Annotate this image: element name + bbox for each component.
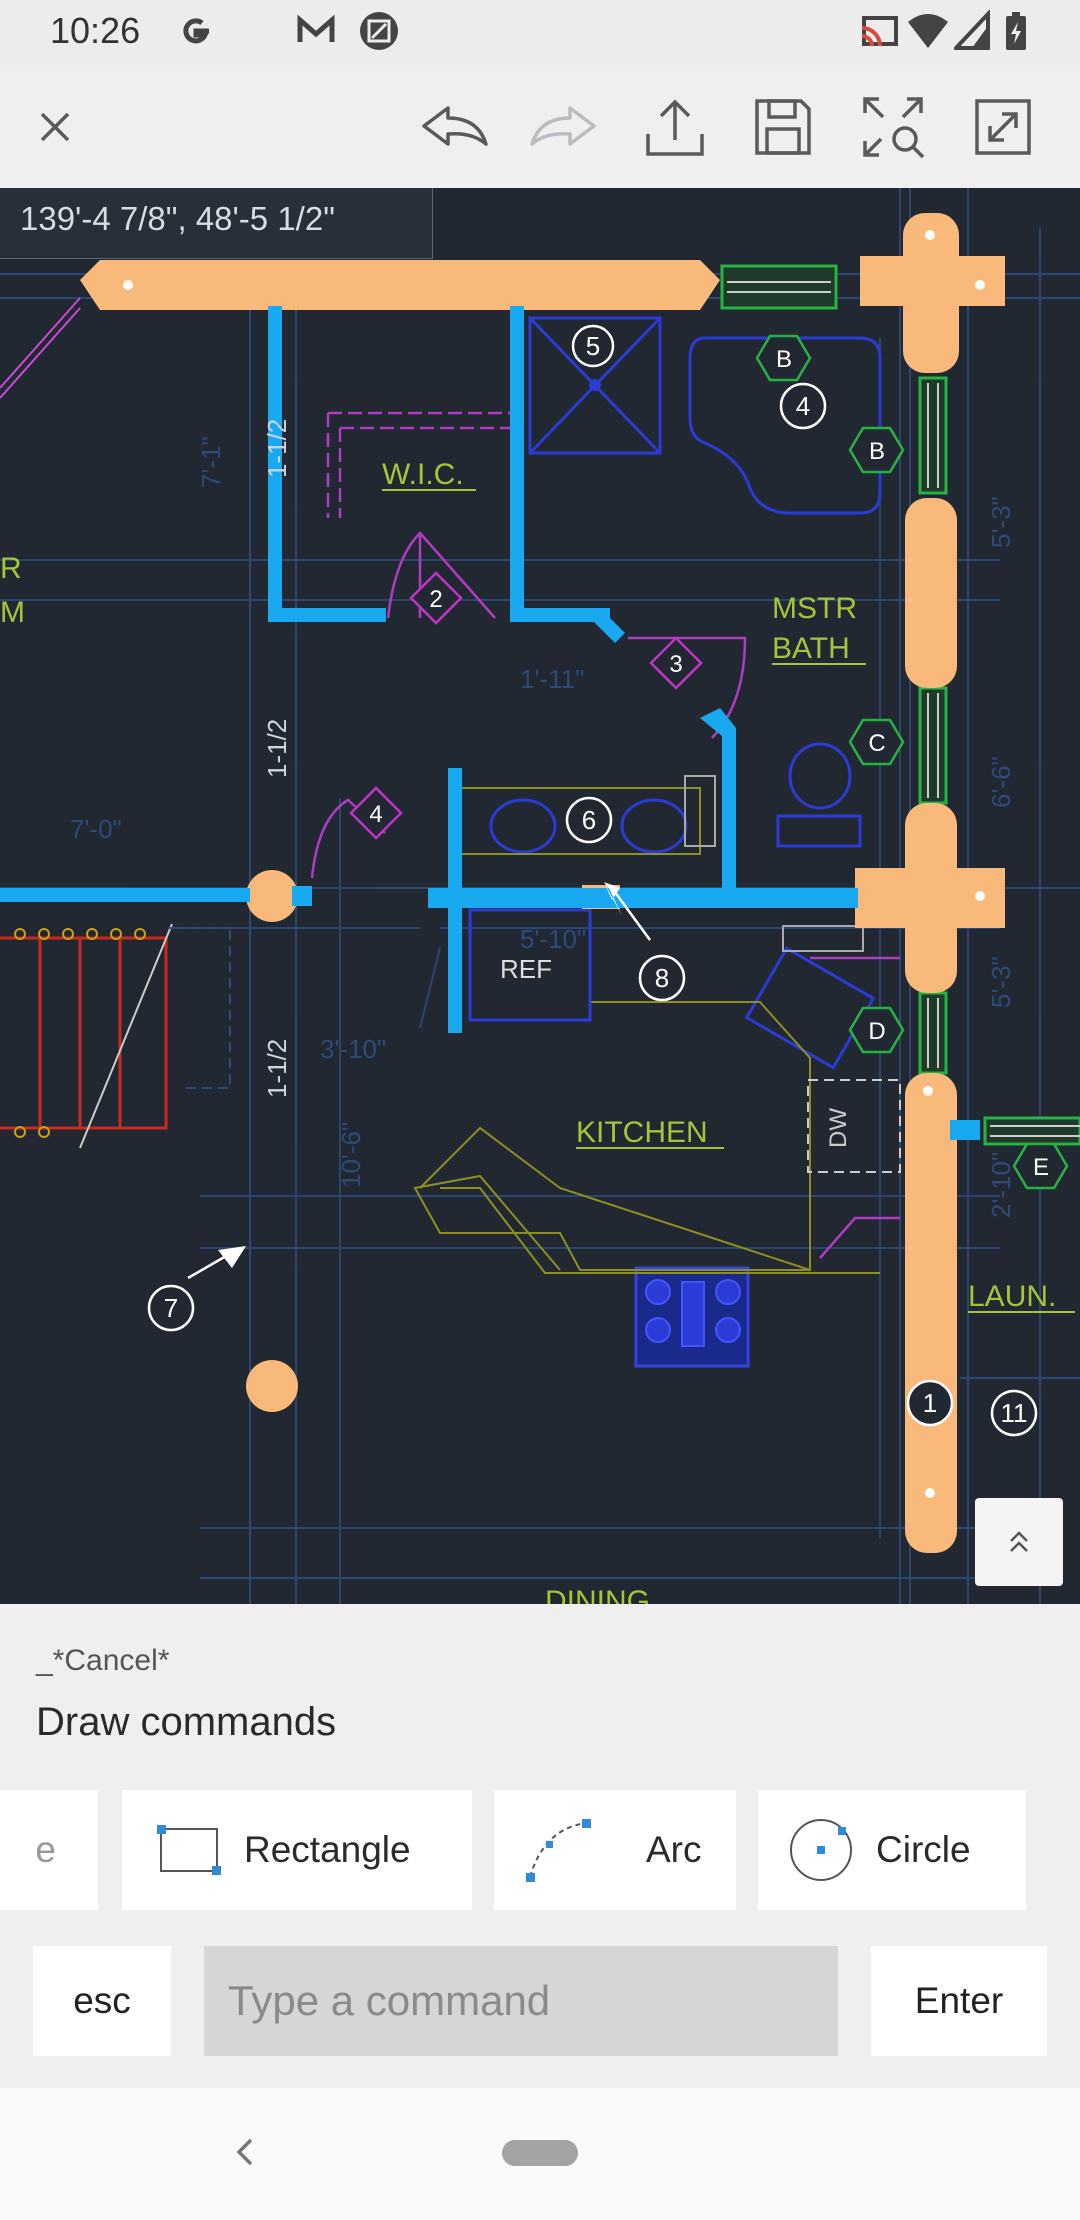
window-tag-b1: B — [776, 346, 792, 373]
svg-text:1'-11": 1'-11" — [520, 664, 584, 694]
esc-button[interactable]: esc — [33, 1946, 171, 2056]
back-icon[interactable] — [225, 2132, 265, 2172]
wifi-icon — [906, 10, 950, 57]
signal-icon — [951, 8, 992, 57]
rectangle-icon — [157, 1825, 221, 1875]
callout-4: 4 — [796, 391, 810, 421]
door-tag-4: 4 — [369, 801, 382, 828]
svg-text:10'-6": 10'-6" — [336, 1122, 366, 1188]
esc-label: esc — [73, 1980, 131, 2021]
rectangle-label: Rectangle — [244, 1829, 411, 1870]
circle-label: Circle — [876, 1829, 971, 1870]
svg-text:2'-10": 2'-10" — [986, 1152, 1016, 1218]
coordinate-text: 139'-4 7/8", 48'-5 1/2" — [20, 200, 335, 237]
callout-7: 7 — [164, 1293, 178, 1323]
room-label-wic: W.I.C. — [382, 458, 464, 491]
floor-plan-drawing: 7'-0" 3'-10" 5'-10" 1'-11" 5'-3" 6'-6" 5… — [0, 188, 1080, 1604]
close-icon[interactable] — [20, 92, 90, 162]
svg-text:6'-6": 6'-6" — [986, 756, 1016, 808]
command-button-partial[interactable]: e — [0, 1790, 98, 1910]
gmail-icon — [296, 10, 336, 57]
ref-label: REF — [500, 954, 552, 984]
dimension-label-1: 1-1/2 — [262, 419, 292, 478]
dimension-label-2: 1-1/2 — [262, 719, 292, 778]
svg-text:7'-1": 7'-1" — [196, 436, 226, 488]
svg-text:5'-3": 5'-3" — [986, 956, 1016, 1008]
enter-button[interactable]: Enter — [871, 1946, 1047, 2056]
svg-text:3'-10": 3'-10" — [320, 1034, 386, 1064]
enter-label: Enter — [914, 1980, 1004, 2021]
zoom-extents-icon[interactable] — [858, 92, 928, 162]
arc-button[interactable]: Arc — [494, 1790, 736, 1910]
svg-text:7'-0": 7'-0" — [70, 814, 122, 844]
callout-6: 6 — [582, 805, 596, 835]
battery-charging-icon — [1004, 10, 1028, 57]
rectangle-button[interactable]: Rectangle — [122, 1790, 472, 1910]
redo-icon[interactable] — [526, 92, 600, 162]
command-input[interactable] — [204, 1946, 838, 2056]
panel-title: Draw commands — [36, 1700, 337, 1744]
dimension-label-3: 1-1/2 — [262, 1039, 292, 1098]
chevron-up-icon — [1010, 1531, 1028, 1552]
window-tag-d: D — [868, 1018, 885, 1045]
window-tag-c: C — [868, 730, 885, 757]
room-label-bath: BATH — [772, 632, 850, 665]
room-label-kitchen: KITCHEN — [576, 1116, 708, 1149]
room-label-laun: LAUN. — [968, 1280, 1056, 1313]
callout-8: 8 — [655, 963, 669, 993]
command-history: _*Cancel* — [36, 1644, 170, 1677]
fullscreen-icon[interactable] — [968, 92, 1038, 162]
room-label-partial-r: R — [0, 552, 22, 585]
circle-icon — [790, 1819, 852, 1881]
svg-text:5'-3": 5'-3" — [986, 496, 1016, 548]
command-panel: _*Cancel* Draw commands e Rectangle Arc … — [0, 1604, 1080, 2088]
svg-text:5'-10": 5'-10" — [520, 924, 586, 954]
room-label-dining: DINING — [545, 1585, 650, 1604]
circle-button[interactable]: Circle — [758, 1790, 1026, 1910]
callout-1: 1 — [923, 1388, 937, 1418]
arc-label: Arc — [646, 1829, 702, 1870]
callout-5: 5 — [586, 331, 600, 361]
screenshot-icon — [358, 10, 400, 57]
share-icon[interactable] — [640, 92, 710, 162]
dw-label: DW — [825, 1108, 852, 1148]
save-icon[interactable] — [748, 92, 818, 162]
command-button-partial-label: e — [35, 1829, 56, 1870]
door-tag-2: 2 — [429, 586, 442, 613]
expand-panel-button[interactable] — [975, 1498, 1063, 1586]
undo-icon[interactable] — [418, 92, 492, 162]
status-bar: 10:26 — [0, 0, 1080, 66]
window-tag-e: E — [1033, 1154, 1049, 1181]
coordinate-readout: 139'-4 7/8", 48'-5 1/2" — [0, 188, 433, 259]
toolbar — [0, 66, 1080, 188]
status-time: 10:26 — [50, 10, 141, 51]
cast-icon — [858, 10, 900, 57]
room-label-partial-m: M — [0, 596, 25, 629]
window-tag-b2: B — [869, 438, 885, 465]
google-g-icon — [175, 10, 217, 57]
callout-11: 11 — [1001, 1398, 1028, 1428]
room-label-mstr: MSTR — [772, 592, 857, 625]
arc-icon — [526, 1819, 591, 1882]
door-tag-3: 3 — [669, 651, 682, 678]
navigation-bar — [0, 2088, 1080, 2220]
home-pill-icon[interactable] — [502, 2140, 578, 2166]
drawing-canvas[interactable]: 7'-0" 3'-10" 5'-10" 1'-11" 5'-3" 6'-6" 5… — [0, 188, 1080, 1604]
